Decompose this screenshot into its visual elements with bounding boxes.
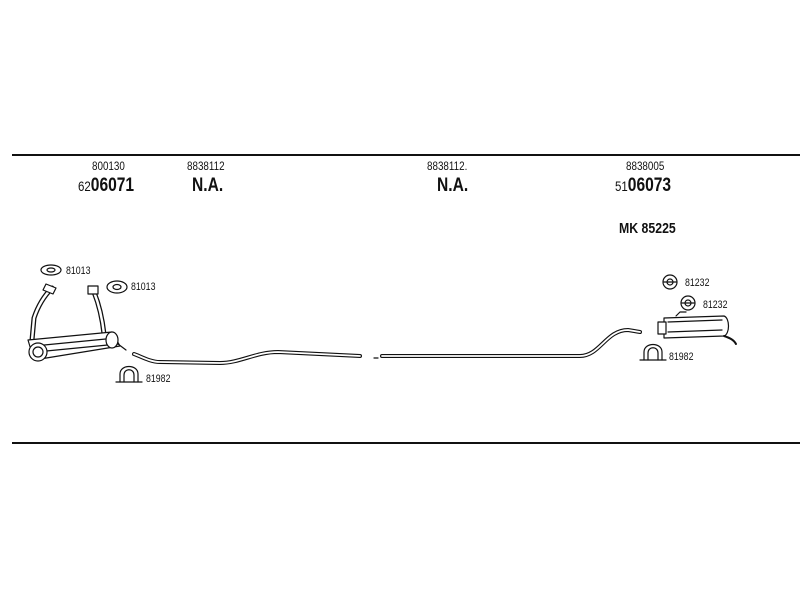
section-4-ref: 8838005 <box>626 159 665 173</box>
section-2-code: N.A. <box>192 175 224 196</box>
section-3-ref: 8838112. <box>427 159 468 173</box>
section-1-prefix: 62 <box>78 178 91 194</box>
rubber-ring-icon <box>680 295 696 311</box>
front-catalyst-assembly <box>27 283 127 362</box>
callout-gasket-a: 81013 <box>66 265 91 277</box>
intermediate-pipe-section <box>373 328 642 359</box>
middle-pipe-section <box>132 350 362 365</box>
oval-gasket-icon <box>40 264 62 276</box>
section-1-code: 06071 <box>90 175 135 196</box>
oval-gasket-icon <box>106 280 128 294</box>
top-border-line <box>12 154 800 156</box>
u-clamp-icon <box>115 365 143 383</box>
section-4-extra: MK 85225 <box>619 220 676 237</box>
section-4-prefix: 51 <box>615 178 628 194</box>
callout-gasket-b: 81013 <box>131 281 156 293</box>
section-4-code: 06073 <box>627 175 672 196</box>
callout-ring-b: 81232 <box>703 299 728 311</box>
callout-ring-a: 81232 <box>685 277 710 289</box>
section-1-part-number: 6206071 <box>78 176 134 195</box>
rear-silencer <box>657 311 737 345</box>
callout-clamp-front: 81982 <box>146 373 171 385</box>
rubber-ring-icon <box>662 274 678 290</box>
section-1-ref: 800130 <box>92 159 125 173</box>
u-clamp-icon <box>639 343 667 361</box>
section-3-code: N.A. <box>437 175 469 196</box>
bottom-border-line <box>12 442 800 444</box>
section-2-ref: 8838112 <box>187 159 225 173</box>
section-4-part-number: 5106073 <box>615 176 671 195</box>
callout-clamp-rear: 81982 <box>669 351 694 363</box>
